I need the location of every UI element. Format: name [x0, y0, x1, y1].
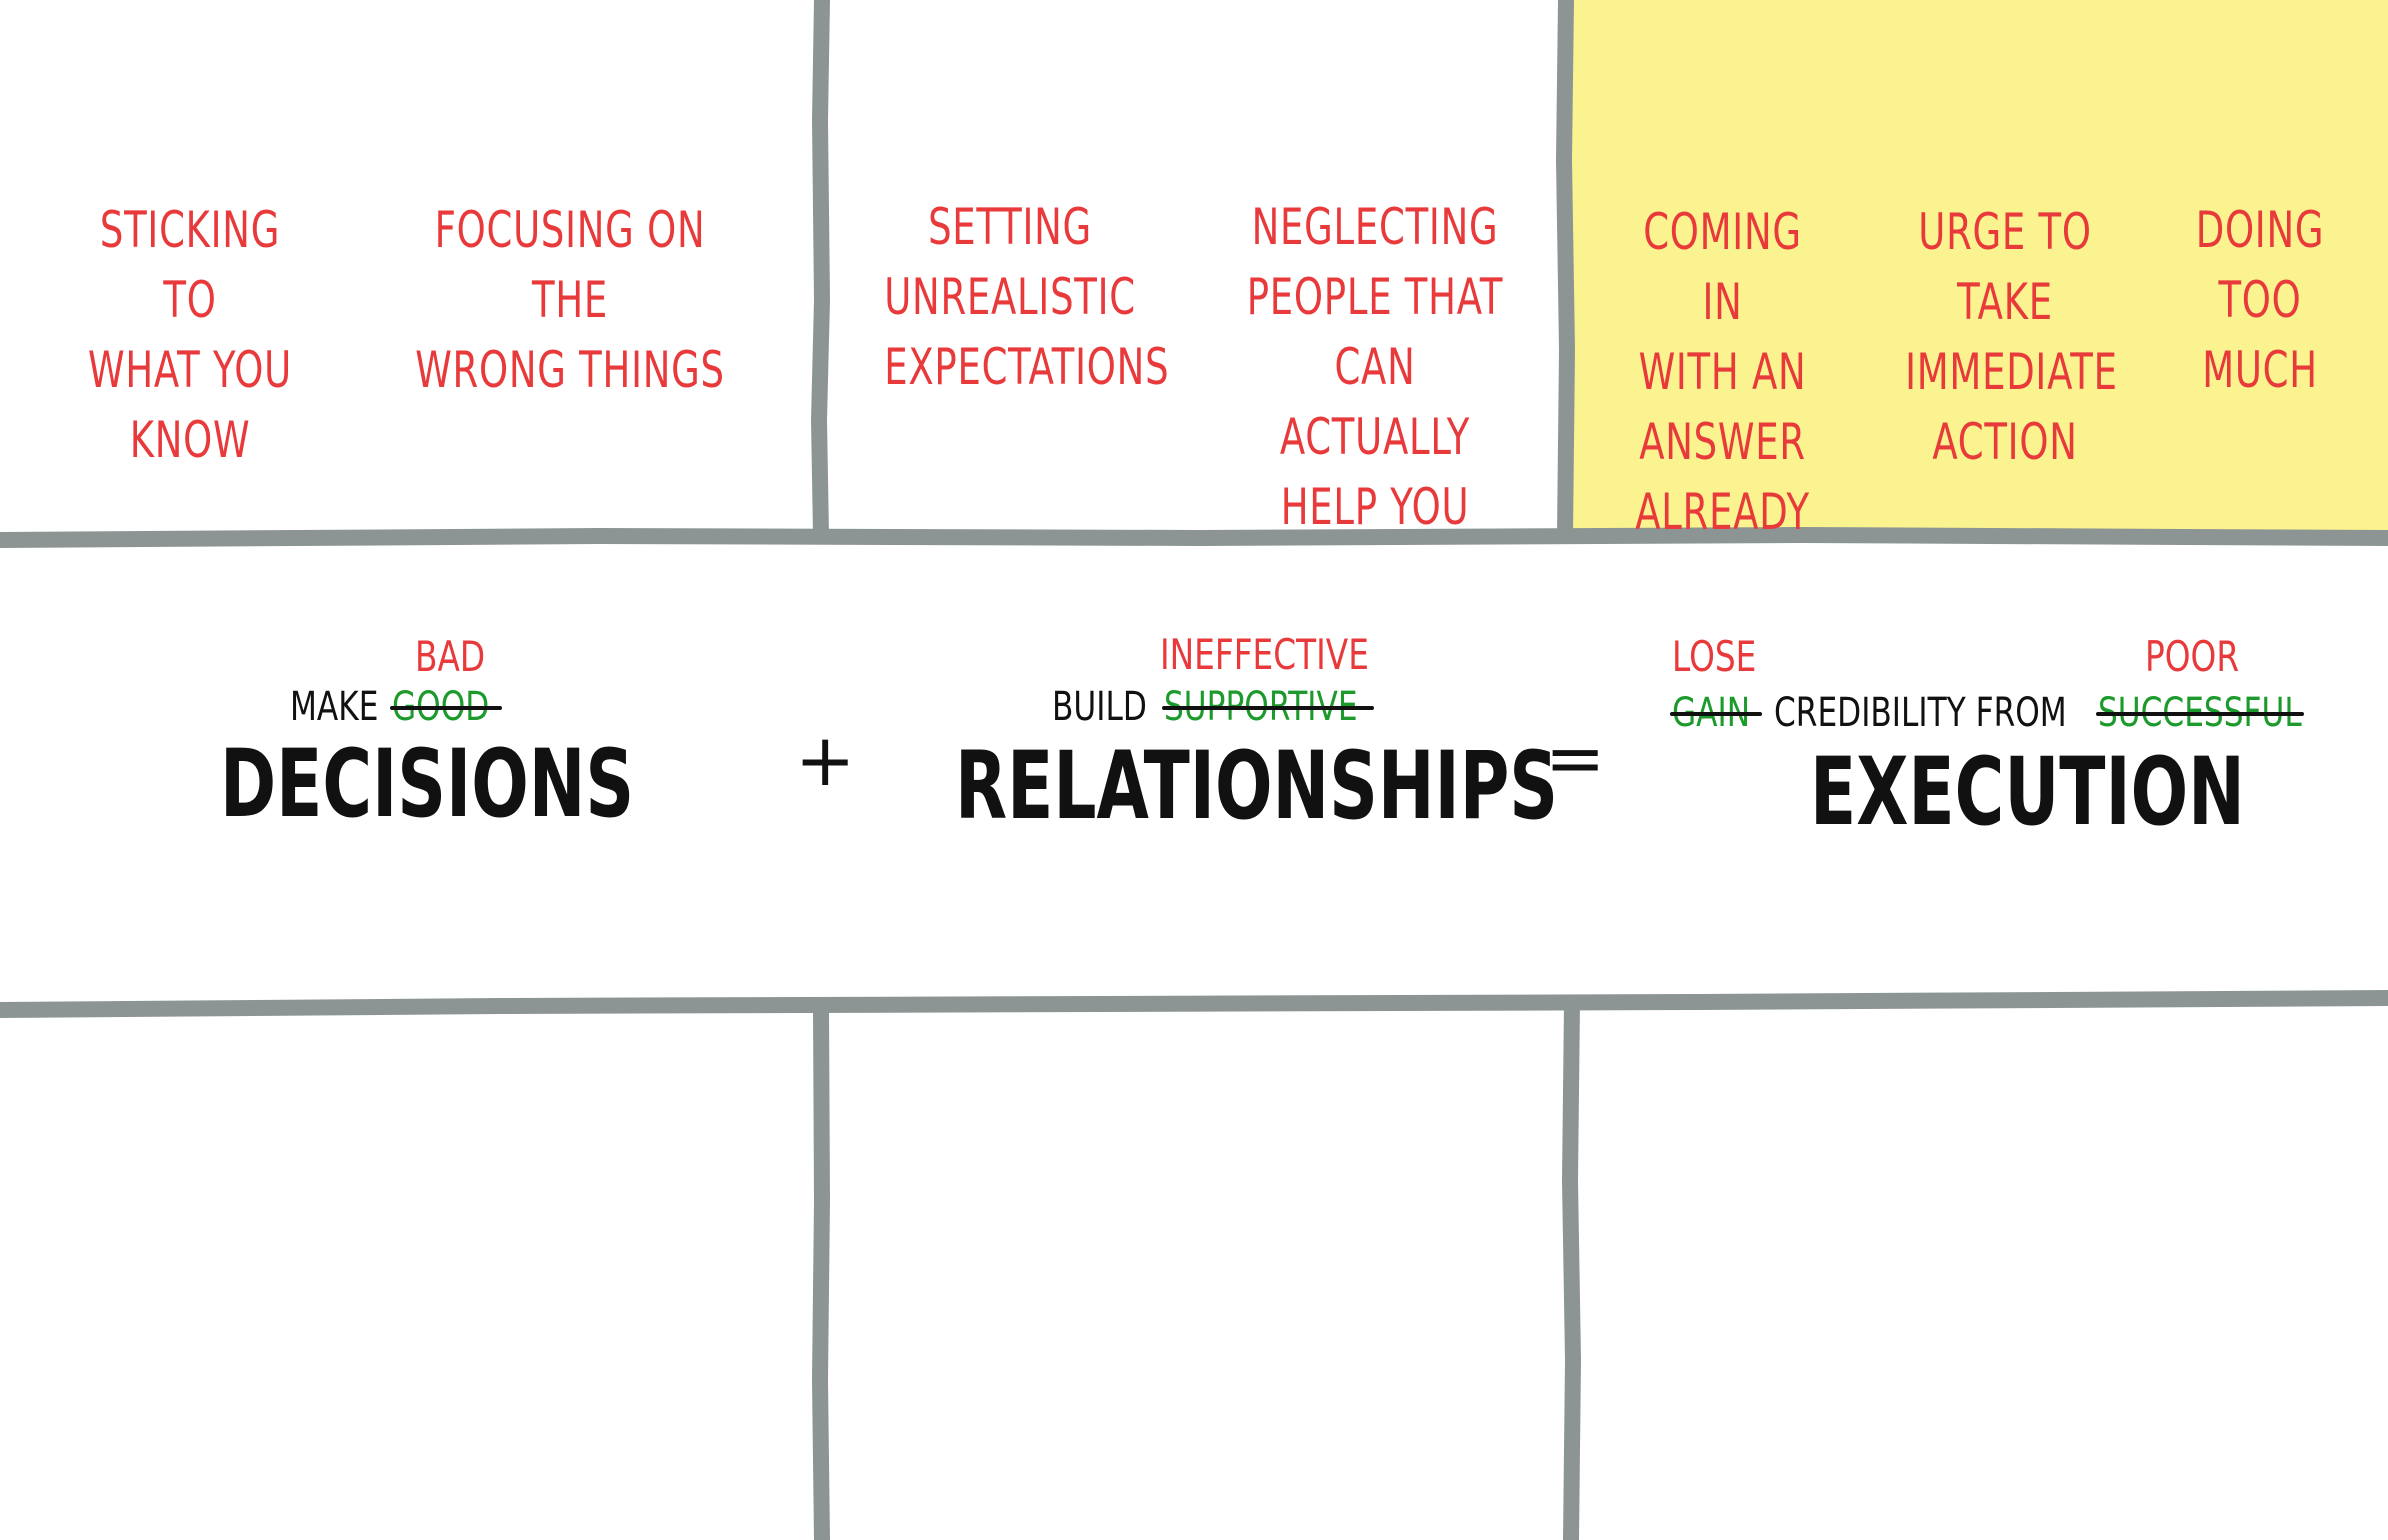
noun-relationships: RELATIONSHIPS [955, 732, 1559, 841]
note-coming-in-with-answer: COMING IN WITH AN ANSWER ALREADY [1635, 203, 1810, 541]
replacement-word-ineffective: INEFFECTIVE [1160, 630, 1369, 679]
grid-line-lower-horizontal [0, 990, 2388, 1018]
replacement-word-poor: POOR [2145, 632, 2240, 681]
strike-successful [2096, 712, 2304, 716]
grid-line-bottom-right-vertical [1561, 996, 1582, 1540]
noun-decisions: DECISIONS [220, 730, 635, 839]
note-urge-to-take-action: URGE TO TAKE IMMEDIATE ACTION [1905, 203, 2118, 471]
strike-supportive [1162, 706, 1374, 710]
strike-good [390, 706, 502, 710]
note-sticking-to-what-you-know: STICKING TO WHAT YOU KNOW [88, 201, 292, 469]
note-focusing-on-wrong-things: FOCUSING ON THE WRONG THINGS [415, 201, 725, 399]
note-neglecting-people: NEGLECTING PEOPLE THAT CAN ACTUALLY HELP… [1246, 198, 1504, 536]
grid-line-top-right-vertical [1555, 0, 1576, 543]
highlighted-sticky-panel [1566, 0, 2388, 535]
strike-gain [1670, 712, 1762, 716]
plus-sign: + [795, 718, 856, 802]
noun-execution: EXECUTION [1810, 738, 2245, 847]
verb-make: MAKE [290, 684, 379, 730]
note-doing-too-much: DOING TOO MUCH [2195, 201, 2325, 399]
equals-sign: = [1545, 716, 1606, 800]
replacement-word-bad: BAD [415, 632, 486, 681]
grid-line-bottom-left-vertical [811, 1002, 831, 1540]
phrase-credibility-from: CREDIBILITY FROM [1774, 690, 2067, 736]
grid-line-top-left-vertical [810, 0, 831, 543]
grid-line-upper-horizontal [0, 526, 2388, 548]
replacement-verb-lose: LOSE [1672, 632, 1757, 681]
note-setting-unrealistic-expectations: SETTING UNREALISTIC EXPECTATIONS [884, 198, 1170, 396]
verb-build: BUILD [1052, 684, 1147, 730]
